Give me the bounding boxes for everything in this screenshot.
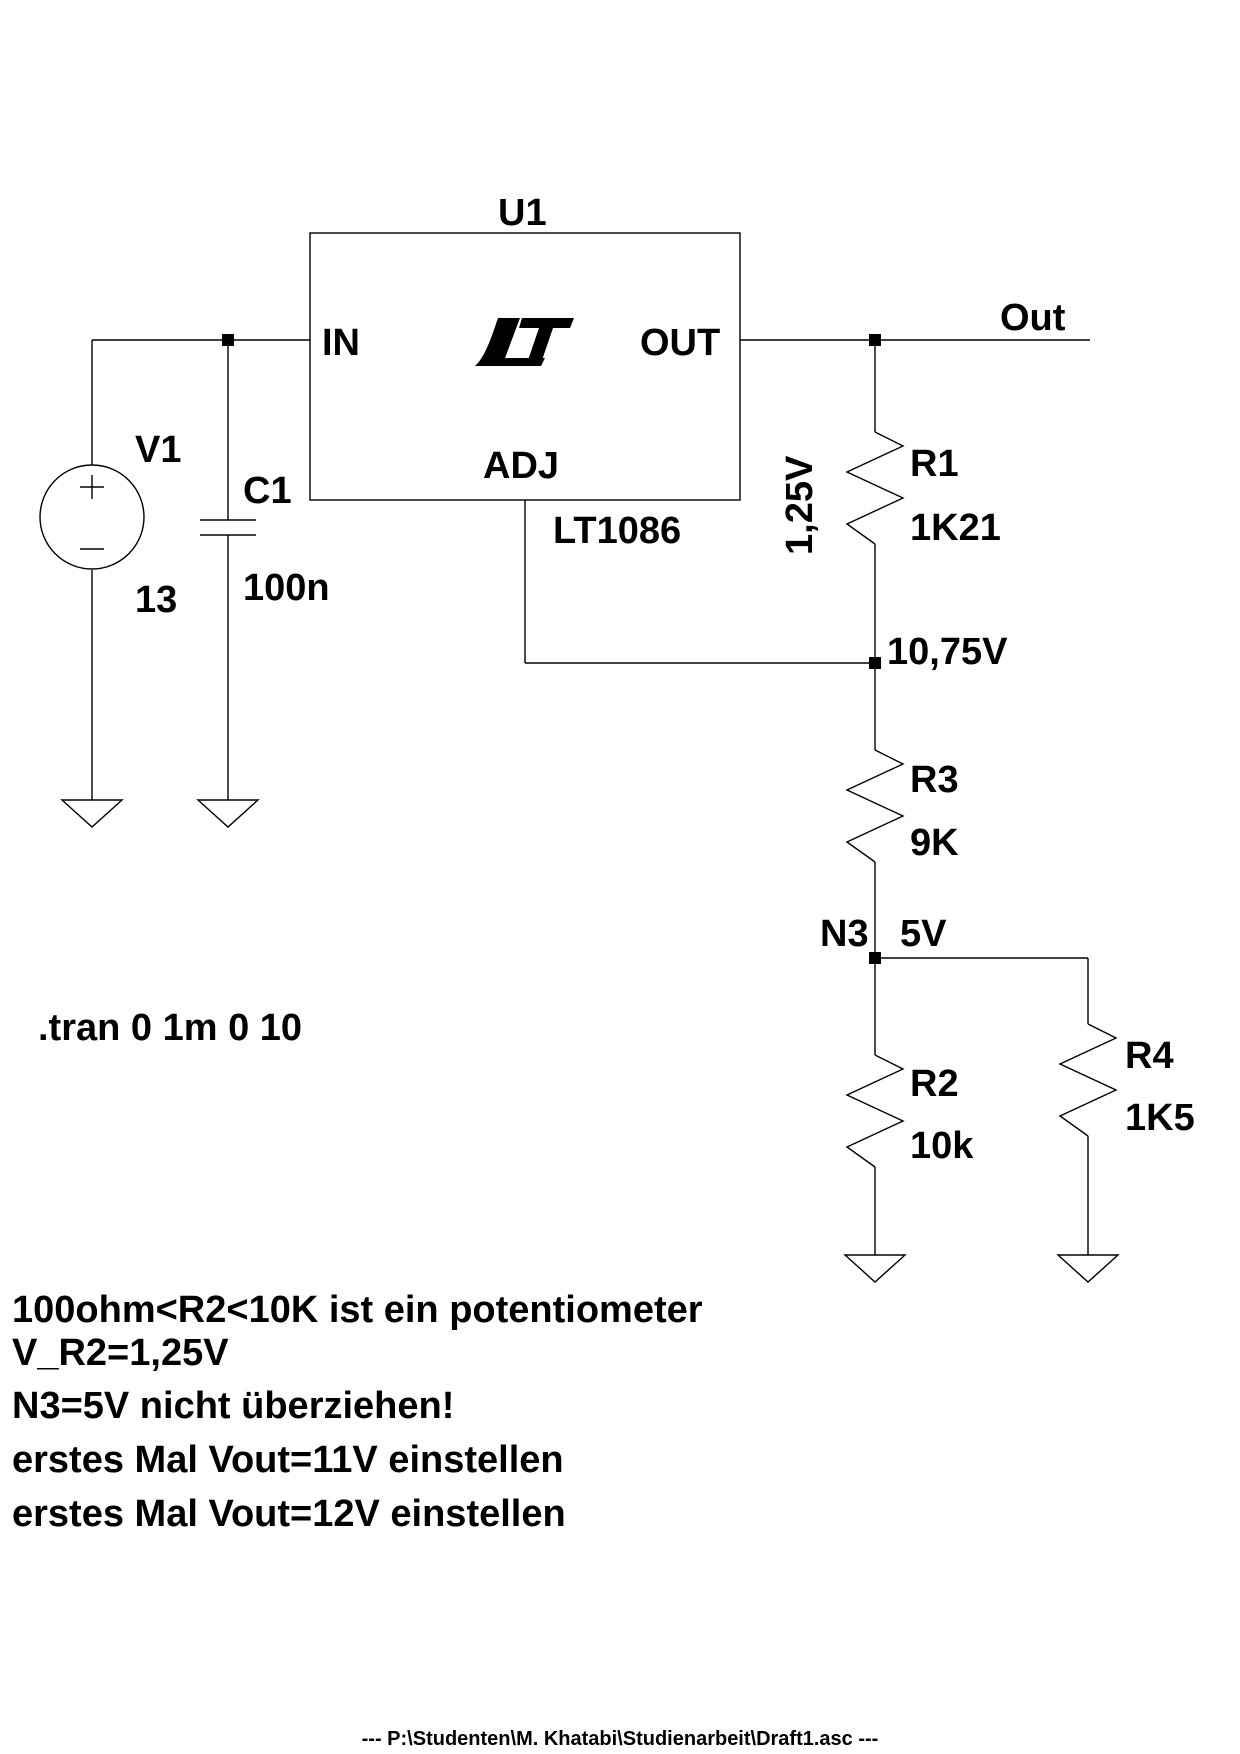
grounds [60, 799, 1120, 1283]
c1-value: 100n [243, 567, 330, 609]
net-labels: Out 10,75V N3 5V [820, 297, 1066, 955]
note-line: N3=5V nicht überziehen! [12, 1385, 454, 1427]
junction-out [869, 334, 881, 346]
r2-value: 10k [910, 1125, 974, 1167]
note-line: erstes Mal Vout=12V einstellen [12, 1493, 566, 1535]
note-line: 100ohm<R2<10K ist ein potentiometer [12, 1289, 703, 1331]
wires [91, 339, 1090, 1255]
regulator-u1[interactable]: U1 IN OUT ADJ LT1086 [309, 192, 741, 552]
r1-body[interactable] [845, 431, 905, 545]
r1-value: 1K21 [910, 507, 1001, 549]
resistor-r2[interactable]: R2 10k [845, 1054, 974, 1168]
junction-adj [869, 657, 881, 669]
ground-icon [843, 1254, 907, 1283]
net-out-label: Out [1000, 297, 1066, 339]
regulator-part: LT1086 [553, 510, 681, 552]
c1-ref: C1 [243, 470, 292, 512]
ground-icon [60, 799, 124, 828]
r4-value: 1K5 [1125, 1097, 1195, 1139]
net-adj-voltage: 10,75V [887, 631, 1008, 673]
net-n3-voltage: 5V [900, 913, 947, 955]
r4-ref: R4 [1125, 1035, 1174, 1077]
v1-value: 13 [135, 579, 177, 621]
junction-in [222, 334, 234, 346]
resistor-r4[interactable]: R4 1K5 [1058, 1023, 1195, 1139]
resistor-r3[interactable]: R3 9K [845, 749, 959, 864]
r3-value: 9K [910, 822, 959, 864]
r1-drop-label: 1,25V [779, 455, 821, 555]
spice-directive[interactable]: .tran 0 1m 0 10 [38, 1007, 302, 1049]
r2-body[interactable] [845, 1054, 905, 1168]
v1-body[interactable] [39, 464, 145, 570]
pin-adj-label: ADJ [483, 445, 559, 487]
r1-ref: R1 [910, 443, 959, 485]
ground-icon [196, 799, 260, 828]
comment-notes: 100ohm<R2<10K ist ein potentiometer V_R2… [12, 1289, 703, 1535]
r2-ref: R2 [910, 1063, 959, 1105]
r4-body[interactable] [1058, 1023, 1118, 1137]
junctions [222, 334, 881, 964]
linear-technology-logo-icon [475, 318, 574, 366]
v1-ref: V1 [135, 429, 181, 471]
resistor-r1[interactable]: R1 1K21 1,25V [779, 431, 1001, 555]
regulator-body[interactable] [309, 232, 741, 501]
r3-ref: R3 [910, 759, 959, 801]
voltage-source-v1[interactable]: V1 13 [39, 429, 181, 621]
file-path-footer: --- P:\Studenten\M. Khatabi\Studienarbei… [362, 1728, 879, 1750]
pin-in-label: IN [322, 322, 360, 364]
junction-n3 [869, 952, 881, 964]
net-n3-name: N3 [820, 913, 869, 955]
regulator-ref: U1 [498, 192, 547, 234]
pin-out-label: OUT [640, 322, 720, 364]
r3-body[interactable] [845, 749, 905, 863]
note-line: erstes Mal Vout=11V einstellen [12, 1439, 564, 1481]
note-line: V_R2=1,25V [12, 1332, 229, 1374]
ground-icon [1056, 1254, 1120, 1283]
capacitor-c1[interactable]: C1 100n [200, 470, 330, 609]
